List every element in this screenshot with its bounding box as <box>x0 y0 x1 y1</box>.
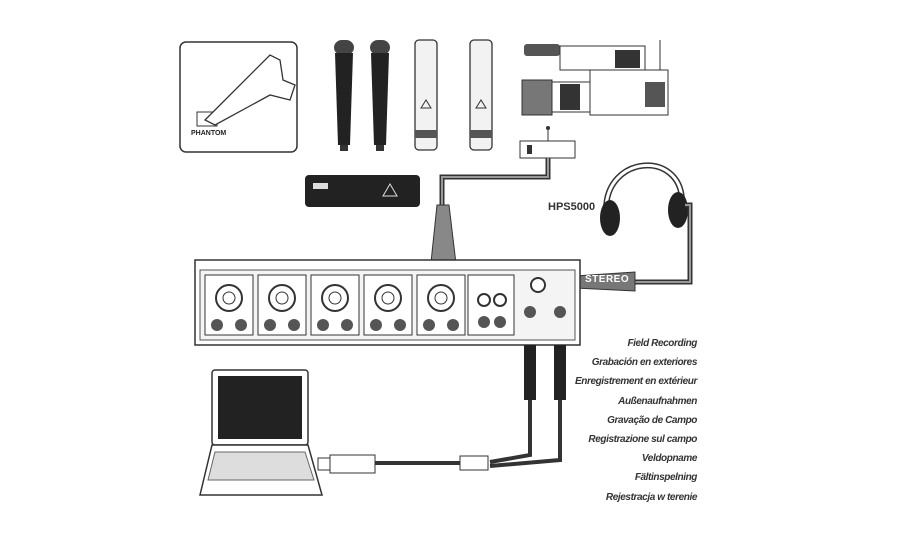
caption: Enregistrement en extérieur <box>574 376 697 388</box>
handheld-microphone-icon <box>334 40 354 151</box>
video-camera-icon <box>521 40 669 116</box>
caption: Fältinspelning <box>634 472 698 484</box>
wireless-receiver-icon <box>305 175 420 207</box>
caption: Field Recording <box>627 338 697 349</box>
caption: Veldopname <box>641 453 697 465</box>
headphones-model-label: HPS5000 <box>548 201 596 213</box>
xlr-cable <box>439 158 551 210</box>
stereo-plug-label: STEREO <box>585 274 630 285</box>
mixer-rear-panel <box>194 259 581 346</box>
mixer-channel-strip <box>204 274 254 336</box>
output-jack-cables <box>459 345 566 471</box>
mixer-channel-strip <box>257 274 307 336</box>
caption-list: Field Recording Grabación en exteriores … <box>497 334 697 507</box>
camera-wireless-receiver-icon <box>519 126 576 159</box>
usb-plug-icon <box>317 454 376 474</box>
condenser-microphone-icon <box>414 39 438 151</box>
phantom-label: PHANTOM <box>191 130 227 137</box>
mixer-channel-strip <box>416 274 466 336</box>
mixer-channel-strip <box>363 274 413 336</box>
condenser-microphone-icon <box>469 39 493 151</box>
handheld-microphone-icon <box>370 40 390 151</box>
phantom-power-illustration <box>179 41 298 153</box>
laptop-icon <box>199 369 323 496</box>
caption: Grabación en exteriores <box>591 357 698 369</box>
headphones-icon <box>600 162 688 236</box>
mixer-channel-strip <box>310 274 360 336</box>
caption: Registrazione sul campo <box>588 433 697 445</box>
caption: Rejestracja w terenie <box>605 491 698 503</box>
caption: Außenaufnahmen <box>618 395 697 407</box>
caption: Gravação de Campo <box>607 414 697 426</box>
